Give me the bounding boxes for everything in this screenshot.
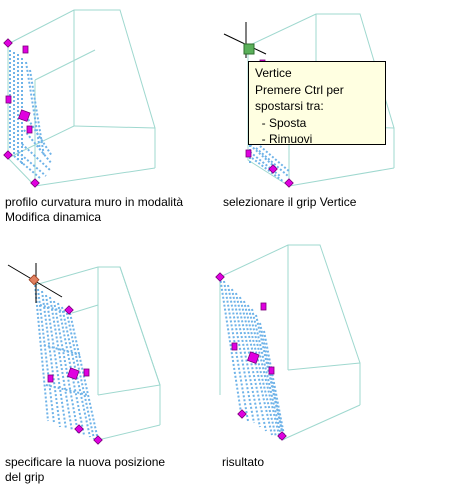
- selected-vertex-grip-icon[interactable]: [243, 43, 255, 55]
- grip-handle-icon[interactable]: [215, 272, 225, 282]
- wall-profile-drawing-3: [7, 263, 161, 445]
- grip-handle-icon[interactable]: [277, 431, 287, 441]
- tooltip-line: Premere Ctrl per: [255, 82, 344, 97]
- grip-handle-icon[interactable]: [5, 95, 12, 104]
- grip-handle-icon[interactable]: [22, 45, 29, 54]
- tooltip-line: - Sposta: [255, 115, 307, 130]
- grip-handle-icon[interactable]: [26, 125, 33, 134]
- grip-handle-icon[interactable]: [30, 178, 40, 188]
- wall-profile-drawing-1: [3, 9, 156, 188]
- panel-4: risultato: [215, 244, 472, 490]
- grip-handle-icon[interactable]: [18, 109, 31, 122]
- grip-handle-icon[interactable]: [260, 302, 267, 311]
- grip-handle-icon[interactable]: [64, 305, 74, 315]
- caption-1: profilo curvatura muro in modalità Modif…: [5, 195, 184, 224]
- grip-handle-icon[interactable]: [93, 435, 103, 445]
- tooltip-line: spostarsi tra:: [255, 99, 324, 113]
- grip-handle-icon[interactable]: [3, 38, 13, 48]
- caption-3: specificare la nuova posizione del grip: [5, 455, 166, 484]
- panel-3: specificare la nuova posizione del grip: [0, 245, 236, 490]
- grip-handle-icon[interactable]: [247, 351, 260, 364]
- tooltip-line: - Rimuovi: [255, 132, 313, 146]
- panel-1: profilo curvatura muro in modalità Modif…: [0, 0, 236, 245]
- grip-handle-icon[interactable]: [47, 374, 54, 383]
- grip-handle-icon[interactable]: [284, 178, 294, 188]
- caption-4: risultato: [222, 455, 265, 469]
- grip-handle-icon[interactable]: [74, 424, 84, 434]
- caption-2: selezionare il grip Vertice: [223, 195, 357, 209]
- grip-handle-icon[interactable]: [268, 366, 275, 375]
- grip-handle-icon[interactable]: [83, 368, 90, 377]
- grip-handle-icon[interactable]: [245, 149, 252, 158]
- grip-handle-icon[interactable]: [67, 367, 80, 380]
- vertex-grip-tooltip: Vertice Premere Ctrl per spostarsi tra: …: [248, 61, 386, 146]
- grip-handle-icon[interactable]: [268, 164, 278, 174]
- grip-handle-icon[interactable]: [231, 342, 238, 351]
- tooltip-line: Vertice: [255, 66, 292, 80]
- grip-handle-icon[interactable]: [3, 150, 13, 160]
- wall-profile-drawing-4: [215, 244, 361, 441]
- grip-handle-icon[interactable]: [237, 409, 247, 419]
